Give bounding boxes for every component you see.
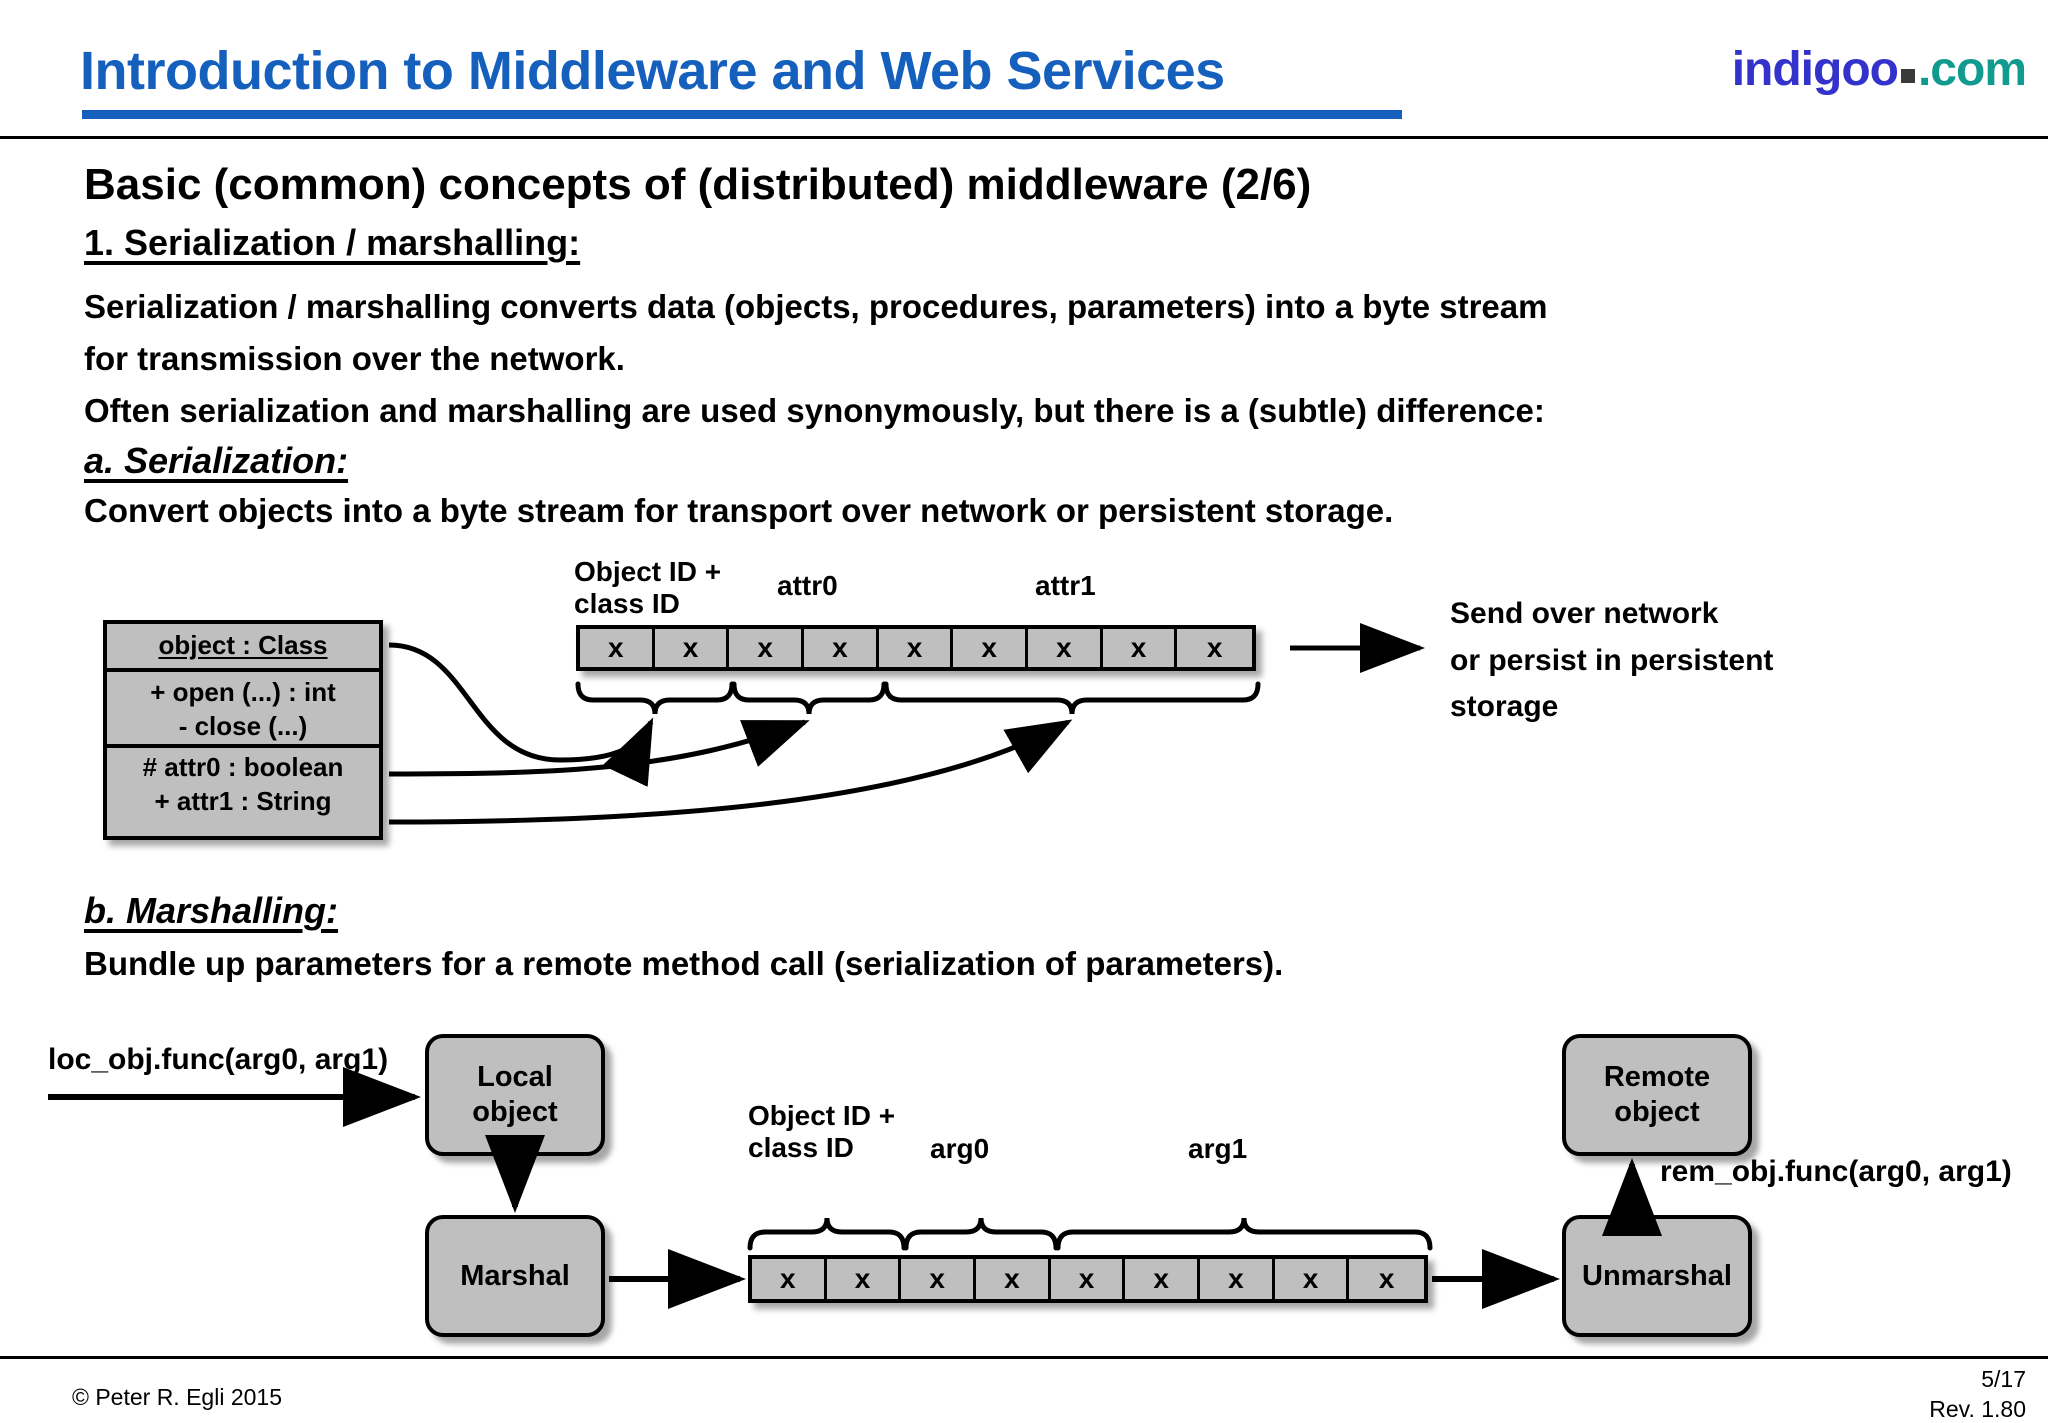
header-divider bbox=[0, 136, 2048, 139]
byte-cell: x bbox=[976, 1259, 1051, 1299]
page-header: Introduction to Middleware and Web Servi… bbox=[0, 0, 2048, 139]
subheading-a-text: Convert objects into a byte stream for t… bbox=[84, 492, 1394, 529]
uml-attributes-section: # attr0 : boolean + attr1 : String bbox=[107, 748, 379, 832]
brace-attr0 bbox=[731, 681, 887, 715]
logo-name: indigoo bbox=[1731, 43, 1899, 96]
local-object-box: Local object bbox=[425, 1034, 605, 1156]
byte-cell: x bbox=[752, 1259, 827, 1299]
uml-class-box: object : Class + open (...) : int - clos… bbox=[103, 620, 383, 840]
brace-arg1 bbox=[1055, 1217, 1433, 1251]
uml-operations-section: + open (...) : int - close (...) bbox=[107, 672, 379, 748]
uml-operation: + open (...) : int bbox=[150, 677, 336, 707]
logo-tld: .com bbox=[1917, 43, 2027, 96]
subheading-a-serialization: a. Serialization: bbox=[84, 440, 349, 481]
unmarshal-box: Unmarshal bbox=[1562, 1215, 1752, 1337]
stream1-label-attr0: attr0 bbox=[777, 570, 838, 601]
byte-cell: x bbox=[729, 629, 805, 667]
send-over-network-note: Send over network or persist in persiste… bbox=[1450, 597, 1774, 723]
footer-page-number: 5/17 bbox=[1981, 1366, 2026, 1392]
uml-attribute: + attr1 : String bbox=[154, 785, 332, 816]
byte-cell: x bbox=[1103, 629, 1178, 667]
byte-cell: x bbox=[1378, 1263, 1395, 1294]
footer-revision: Rev. 1.80 bbox=[1929, 1396, 2026, 1422]
stream1-label-objectid: Object ID + class ID bbox=[574, 556, 722, 620]
marshalled-byte-stream: x x x x x x x x x bbox=[748, 1255, 1428, 1303]
logo-dot-icon bbox=[1900, 69, 1915, 83]
paragraph-line-3: Often serialization and marshalling are … bbox=[84, 392, 1545, 429]
arrow-attr1-to-bytes bbox=[388, 719, 1073, 825]
uml-operation: - close (...) bbox=[178, 710, 308, 741]
arrow-attr0-to-bytes bbox=[388, 719, 810, 777]
byte-cell: x bbox=[1051, 1259, 1126, 1299]
byte-cell: x bbox=[901, 1259, 977, 1299]
remote-call-label: rem_obj.func(arg0, arg1) bbox=[1660, 1155, 2012, 1188]
paragraph-line-2: for transmission over the network. bbox=[84, 340, 625, 377]
subheading-b-marshalling: b. Marshalling: bbox=[84, 890, 339, 931]
remote-object-box: Remote object bbox=[1562, 1034, 1752, 1156]
byte-cell: x bbox=[827, 1259, 902, 1299]
byte-cell: x bbox=[580, 629, 655, 667]
brace-object-id bbox=[575, 681, 735, 715]
brace-objectid-2 bbox=[747, 1217, 907, 1251]
slide-title: Basic (common) concepts of (distributed)… bbox=[84, 160, 1312, 209]
byte-cell: x bbox=[1028, 629, 1103, 667]
byte-cell: x bbox=[1125, 1259, 1201, 1299]
stream2-label-arg1: arg1 bbox=[1188, 1133, 1248, 1164]
page-title: Introduction to Middleware and Web Servi… bbox=[80, 41, 1225, 101]
paragraph-line-1: Serialization / marshalling converts dat… bbox=[84, 288, 1548, 325]
uml-class-name-section: object : Class bbox=[107, 624, 379, 672]
indigoo-logo: indigoo .com bbox=[1731, 42, 2027, 97]
brace-arg0 bbox=[903, 1217, 1059, 1251]
stream1-label-attr1: attr1 bbox=[1035, 570, 1096, 601]
byte-cell: x bbox=[1206, 632, 1223, 663]
byte-cell: x bbox=[1200, 1259, 1275, 1299]
uml-attribute: # attr0 : boolean bbox=[142, 752, 344, 782]
local-call-label: loc_obj.func(arg0, arg1) bbox=[48, 1043, 389, 1076]
serialized-byte-stream: x x x x x x x x x bbox=[576, 625, 1256, 671]
subheading-b-text: Bundle up parameters for a remote method… bbox=[84, 945, 1284, 982]
marshal-box: Marshal bbox=[425, 1215, 605, 1337]
byte-cell: x bbox=[1275, 1259, 1350, 1299]
brace-attr1 bbox=[883, 681, 1261, 715]
byte-cell: x bbox=[879, 629, 954, 667]
title-underline bbox=[82, 110, 1402, 119]
uml-class-name: object : Class bbox=[158, 630, 328, 661]
byte-cell: x bbox=[804, 629, 879, 667]
byte-cell: x bbox=[655, 629, 730, 667]
section-heading-serialization: 1. Serialization / marshalling: bbox=[84, 222, 581, 263]
stream2-label-objectid: Object ID + class ID bbox=[748, 1100, 896, 1164]
byte-cell: x bbox=[953, 629, 1029, 667]
footer-copyright: © Peter R. Egli 2015 bbox=[72, 1384, 282, 1410]
stream2-label-arg0: arg0 bbox=[930, 1133, 990, 1164]
footer-divider bbox=[0, 1356, 2048, 1359]
